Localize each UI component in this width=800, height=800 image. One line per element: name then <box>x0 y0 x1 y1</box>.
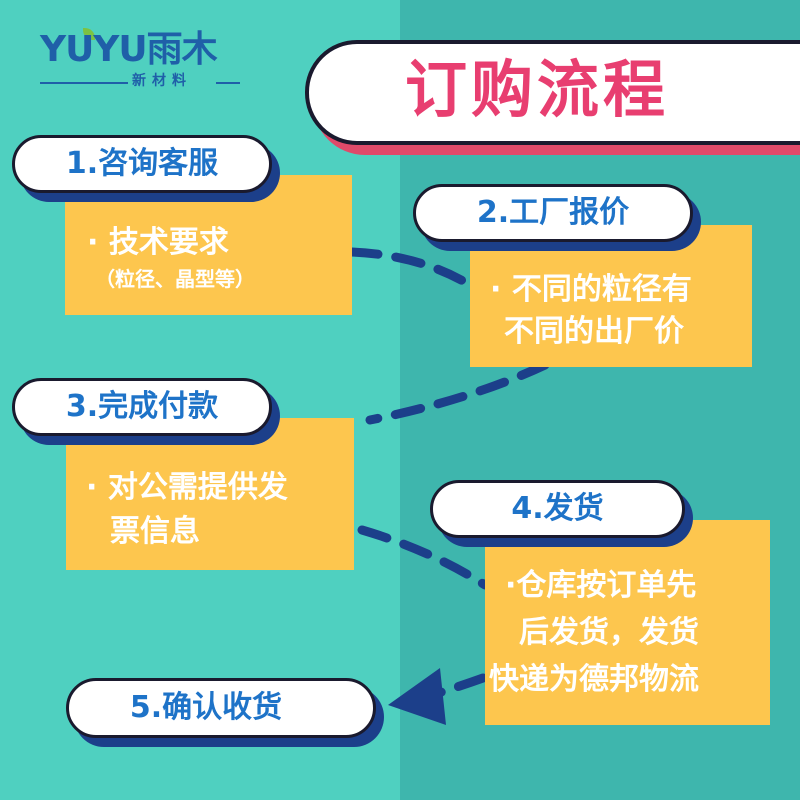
step-5-pill-box <box>66 678 376 738</box>
logo-wordmark: YUYU雨木 <box>40 29 218 70</box>
step-1-label: 1.咨询客服 <box>65 146 219 181</box>
step-3-pill-box <box>12 378 272 436</box>
brand-logo: YUYU雨木 新材料 <box>40 28 240 90</box>
logo-divider-right <box>216 82 240 84</box>
title-banner-box <box>305 40 800 145</box>
step-1-sub: （粒径、晶型等） <box>95 267 255 291</box>
page-title: 订购流程 <box>405 53 670 126</box>
step-1-line-1: · 技术要求 <box>87 225 229 260</box>
step-1-pill-box <box>12 135 272 193</box>
step-4-card: ·仓库按订单先 后发货，发货 快递为德邦物流 <box>485 520 770 725</box>
connector-2-3 <box>365 360 550 425</box>
step-4-line-3: 快递为德邦物流 <box>489 662 699 697</box>
step-2-pill-box <box>413 184 693 242</box>
leaf-icon <box>83 28 95 40</box>
step-2-label: 2.工厂报价 <box>476 195 630 230</box>
step-3-line-2: 票信息 <box>110 514 200 549</box>
arrowhead-icon <box>388 668 446 725</box>
step-5-label: 5.确认收货 <box>129 690 283 725</box>
step-2-line-1: · 不同的粒径有 <box>490 272 692 307</box>
connector-1-2 <box>347 247 475 290</box>
logo-subtitle: 新材料 <box>132 73 192 89</box>
title-banner: 订购流程 <box>305 40 800 155</box>
step-3-label: 3.完成付款 <box>65 389 219 424</box>
step-2-line-2: 不同的出厂价 <box>504 314 684 349</box>
step-4-pill-box <box>430 480 685 538</box>
logo-divider-left <box>40 82 128 84</box>
step-3-line-1: · 对公需提供发 <box>86 470 288 505</box>
step-4-line-2: 后发货，发货 <box>519 615 699 650</box>
connector-3-4 <box>357 525 490 590</box>
step-4-label: 4.发货 <box>511 491 604 526</box>
step-4-line-1: ·仓库按订单先 <box>505 568 697 603</box>
